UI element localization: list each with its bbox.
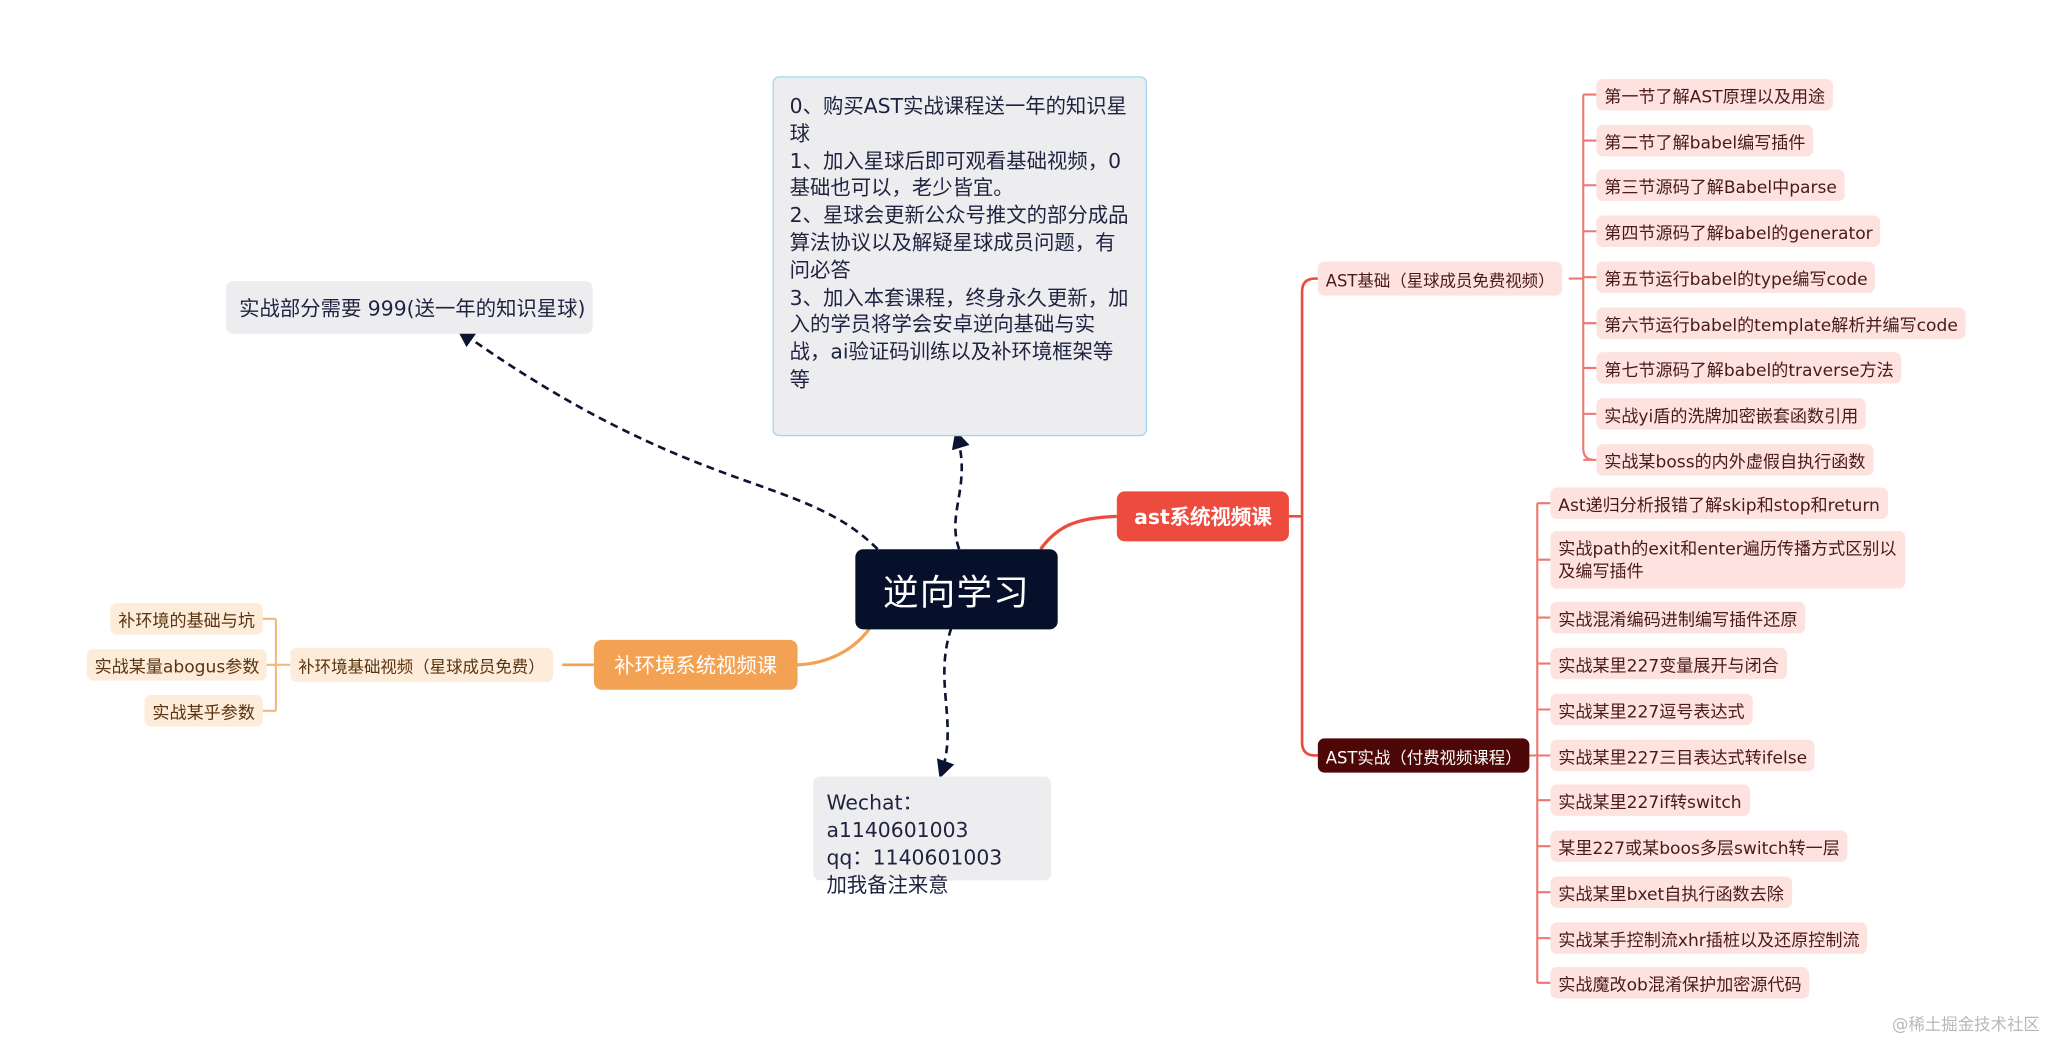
sub-ast-practice[interactable]: AST实战（付费视频课程） [1317,738,1530,773]
leaf-ast-practice-10[interactable]: 实战某手控制流xhr插桩以及还原控制流 [1550,922,1868,954]
callout-course-info: 0、购买AST实战课程送一年的知识星 球 1、加入星球后即可观看基础视频，0 基… [772,76,1148,437]
connector-root-env [797,627,872,667]
callout-line: 2、星球会更新公众号推文的部分成品 [789,203,1129,228]
connector-to-bottom-callout [936,627,955,779]
leaf-ast-basic-9[interactable]: 实战某boss的内外虚假自执行函数 [1596,444,1874,476]
callout-line: 0、购买AST实战课程送一年的知识星 [789,94,1128,119]
leaf-ast-basic-7[interactable]: 第七节源码了解babel的traverse方法 [1596,352,1902,384]
leaf-ast-practice-7[interactable]: 实战某里227if转switch [1550,784,1750,816]
connector-root-ast [1039,514,1117,551]
leaf-ast-practice-1[interactable]: Ast递归分析报错了解skip和stop和return [1550,487,1888,519]
leaf-ast-practice-6[interactable]: 实战某里227三目表达式转ifelse [1550,739,1816,772]
watermark-text: @稀土掘金技术社区 [1892,1014,2040,1035]
contact-wechat: Wechat：a1140601003 [826,790,969,843]
leaf-ast-basic-8[interactable]: 实战yi盾的洗牌加密嵌套函数引用 [1596,398,1867,430]
callout-line: 战，ai验证码训练以及补环境框架等 [789,340,1114,365]
leaf-ast-basic-4[interactable]: 第四节源码了解babel的generator [1596,215,1881,248]
sub-ast-basic[interactable]: AST基础（星球成员免费视频） [1317,261,1563,296]
connector-to-left-callout [456,328,879,551]
connector-ast-trunk [1288,277,1318,757]
callout-line: 算法协议以及解疑星球成员问题，有 [789,231,1116,255]
leaf-ast-basic-1[interactable]: 第一节了解AST原理以及用途 [1596,78,1834,111]
callout-line: 1、加入星球后即可观看基础视频，0 [789,149,1122,173]
leaf-env-3[interactable]: 实战某乎参数 [144,695,263,727]
connector-basic-items [1568,93,1597,461]
root-node[interactable]: 逆向学习 [855,549,1058,630]
callout-line: 基础也可以，老少皆宜。 [789,176,1014,201]
callout-line: 球 [789,121,811,146]
contact-qq: qq：1140601003 [826,846,1003,870]
callout-price: 实战部分需要 999(送一年的知识星球) [225,281,593,334]
callout-line: 等 [789,367,811,392]
callout-line: 问必答 [789,258,851,283]
leaf-ast-basic-6[interactable]: 第六节运行babel的template解析并编写code [1596,307,1966,339]
sub-env-basic[interactable]: 补环境基础视频（星球成员免费） [290,647,553,682]
leaf-ast-basic-2[interactable]: 第二节了解babel编写插件 [1596,124,1814,157]
leaf-ast-basic-5[interactable]: 第五节运行babel的type编写code [1596,261,1876,293]
leaf-ast-practice-8[interactable]: 某里227或某boos多层switch转一层 [1550,830,1848,862]
leaf-ast-practice-9[interactable]: 实战某里bxet自执行函数去除 [1550,876,1792,908]
leaf-env-2[interactable]: 实战某量abogus参数 [86,649,268,681]
callout-contact: Wechat：a1140601003 qq：1140601003 加我备注来意 [813,776,1052,897]
leaf-ast-practice-2[interactable]: 实战path的exit和enter遍历传播方式区别以及编写插件 [1550,530,1906,589]
leaf-ast-practice-3[interactable]: 实战混淆编码进制编写插件还原 [1550,601,1806,634]
connector-env-items [260,617,291,712]
callout-line: 入的学员将学会安卓逆向基础与实 [789,313,1096,337]
connector-to-top-callout [951,430,970,550]
leaf-ast-practice-4[interactable]: 实战某里227变量展开与闭合 [1550,647,1787,680]
branch-ast-course[interactable]: ast系统视频课 [1116,491,1289,542]
leaf-ast-basic-3[interactable]: 第三节源码了解Babel中parse [1596,169,1845,202]
contact-note: 加我备注来意 [826,873,949,898]
leaf-ast-practice-5[interactable]: 实战某里227逗号表达式 [1550,693,1753,726]
leaf-ast-practice-11[interactable]: 实战魔改ob混淆保护加密源代码 [1550,967,1810,999]
branch-env-course[interactable]: 补环境系统视频课 [593,639,798,690]
callout-line: 3、加入本套课程，终身永久更新，加 [789,285,1129,310]
leaf-env-1[interactable]: 补环境的基础与坑 [110,603,263,635]
